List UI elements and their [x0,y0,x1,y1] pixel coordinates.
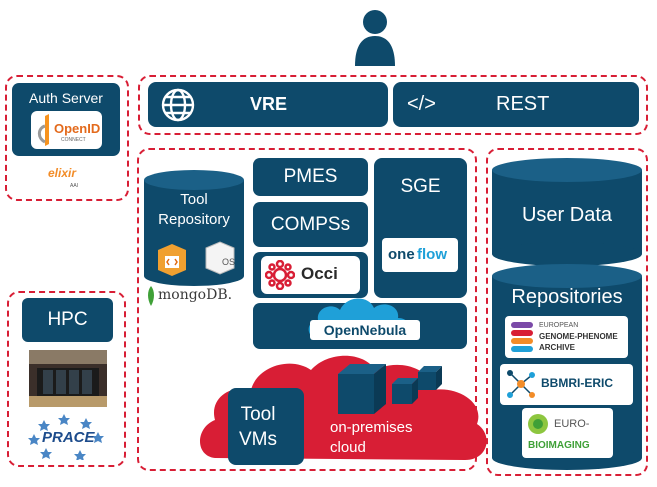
bbmri-network-icon [507,370,535,398]
prace-logo: PRACE [24,412,110,460]
openid-logo: OpenID CONNECT [31,111,102,149]
package-icon [158,244,186,276]
mongodb-text: mongoDB. [158,287,233,303]
auth-panel: Auth Server OpenID CONNECT [12,83,120,156]
ega-line2: GENOME-PHENOME [539,332,618,341]
tool-vms-label: Tool VMs [239,404,277,450]
compss-box: COMPSs [253,202,368,247]
tool-vms-box [228,388,304,465]
bbmri-text: BBMRI-ERIC [541,376,613,390]
on-premises-label: on-premises cloud [330,419,413,456]
code-icon: </> [407,93,436,115]
auth-frame [5,75,129,201]
oneflow-text-b: flow [417,246,447,263]
elixir-aai-text: AAI [70,183,79,189]
rest-button[interactable]: </> REST [393,82,639,127]
hpc-label: HPC [22,298,113,342]
tool-repository-label: Tool Repository [158,191,230,228]
eurobioimaging-logo: EURO- BIOIMAGING [522,408,613,458]
hpc-frame [7,291,126,467]
user-data-cylinder [492,158,642,266]
sge-box: SGE one flow [374,158,467,298]
euro-text: EURO- [554,418,590,430]
globe-icon [161,88,195,122]
oneflow-logo: one flow [382,238,458,272]
svg-text:OS: OS [222,257,235,267]
mongodb-logo: mongoDB. [146,285,244,307]
ega-line1: EUROPEAN [539,322,579,329]
ega-line3: ARCHIVE [539,343,576,352]
os-box-icon: OS [205,241,235,275]
user-icon [355,10,395,66]
elixir-text: elixir [48,166,77,180]
openid-connect-text: CONNECT [61,137,86,143]
vre-button[interactable]: VRE [148,82,388,127]
opennebula-label: OpenNebula [310,320,420,340]
occi-logo: Occi [261,256,360,294]
cloud-infra-frame [137,148,477,471]
vm-cubes-icon [338,364,442,414]
mongodb-leaf-icon [148,286,154,306]
prace-text: PRACE [42,429,95,446]
user-data-label: User Data [521,204,613,226]
auth-title: Auth Server [29,90,103,106]
ega-logo: EUROPEAN GENOME-PHENOME ARCHIVE [505,316,628,358]
data-frame [486,148,648,476]
bbmri-logo: BBMRI-ERIC [500,364,633,405]
elixir-logo: elixir AAI [48,162,92,190]
ega-mark-icon [511,322,533,352]
supercomputer-photo [29,350,107,407]
oneflow-text-a: one [388,246,415,263]
frontend-frame [138,75,648,135]
bioimaging-text: BIOIMAGING [528,440,590,451]
sge-label: SGE [400,176,441,197]
prace-stars-icon [28,414,104,460]
pmes-box: PMES [253,158,368,196]
eurobioimaging-mark-icon [528,414,548,434]
occi-box: Occi [253,252,368,298]
vre-label: VRE [250,94,288,114]
openid-text: OpenID [54,121,101,136]
rest-label: REST [496,93,550,115]
occi-mark-icon [265,260,295,290]
repositories-label: Repositories [511,286,623,308]
occi-text: Occi [301,264,338,283]
openid-mark-icon [37,114,49,146]
